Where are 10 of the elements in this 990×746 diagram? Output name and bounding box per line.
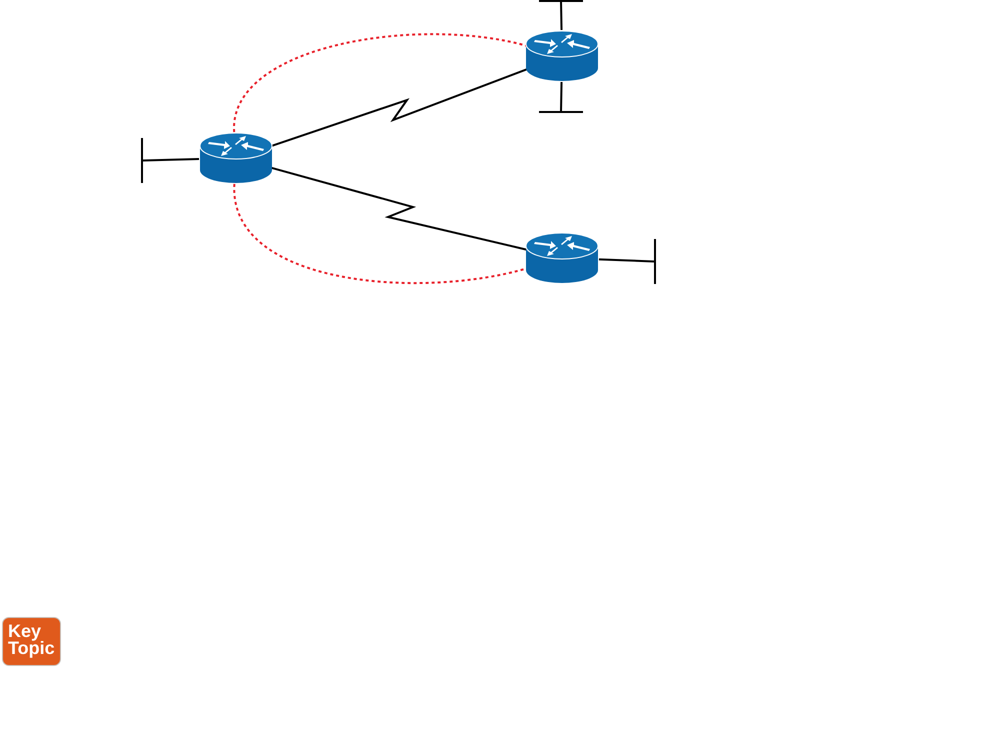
router-icon <box>525 232 599 284</box>
dotted-link <box>233 33 528 132</box>
link-line <box>560 2 563 30</box>
link-line <box>142 158 200 162</box>
router-icon <box>199 132 273 184</box>
serial-link <box>270 166 528 251</box>
router-icon <box>525 30 599 82</box>
link-line <box>598 258 654 262</box>
key-topic-badge: Key Topic <box>2 617 61 666</box>
link-line <box>560 82 563 112</box>
